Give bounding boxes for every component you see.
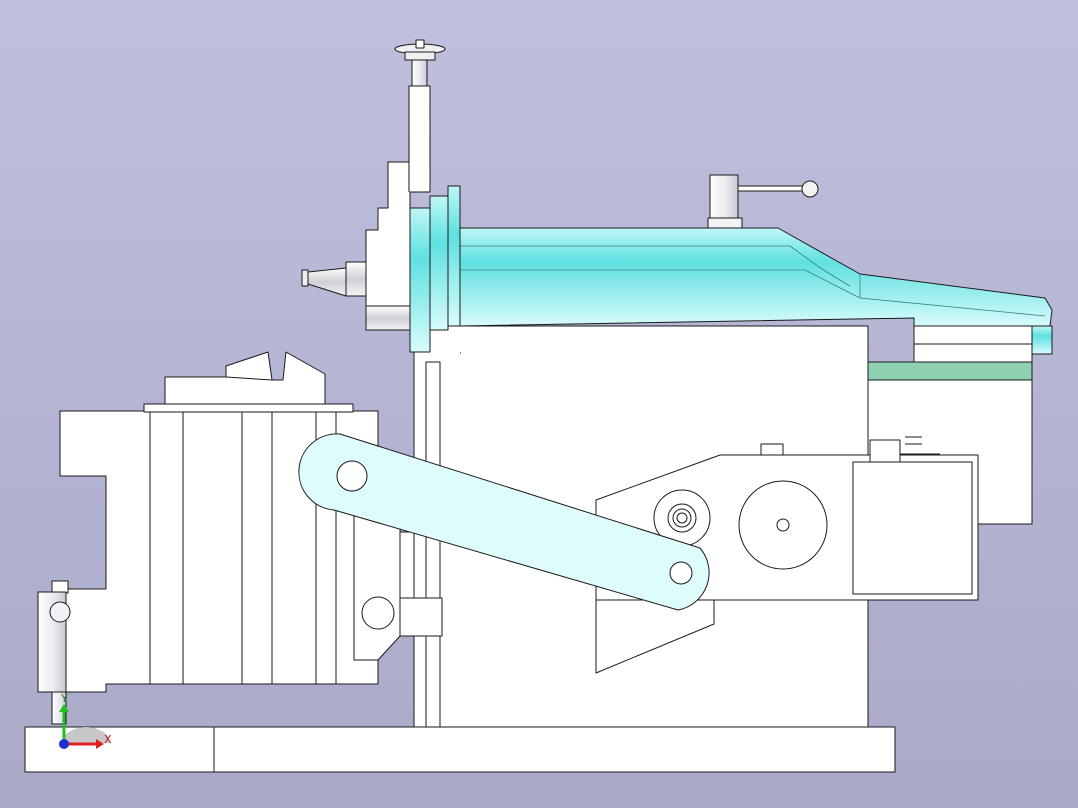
ram[interactable] <box>459 227 1053 355</box>
bull-gear[interactable] <box>738 480 828 570</box>
gearbox[interactable] <box>760 436 973 595</box>
axis-label-y: Y <box>60 692 68 705</box>
clamp-post[interactable] <box>37 580 71 725</box>
bull-gear-hub <box>776 518 790 532</box>
tool-head[interactable] <box>365 85 431 331</box>
slide-strip <box>867 361 1033 381</box>
axis-triad: X Y <box>59 692 112 749</box>
rocker-arm[interactable] <box>298 433 710 611</box>
rocker-arm-upper-pin <box>336 460 368 492</box>
cutting-tool[interactable] <box>301 261 367 297</box>
pivot-bearing[interactable] <box>653 489 711 547</box>
axis-label-x: X <box>104 733 112 746</box>
downfeed-handwheel[interactable] <box>394 39 446 87</box>
stroke-lever[interactable] <box>707 174 819 229</box>
ram-flange[interactable] <box>409 185 461 353</box>
origin-disc <box>62 727 110 743</box>
vise-jaws[interactable] <box>164 351 326 405</box>
rocker-arm-lower-pin <box>669 561 693 585</box>
base-plate[interactable] <box>24 726 896 773</box>
